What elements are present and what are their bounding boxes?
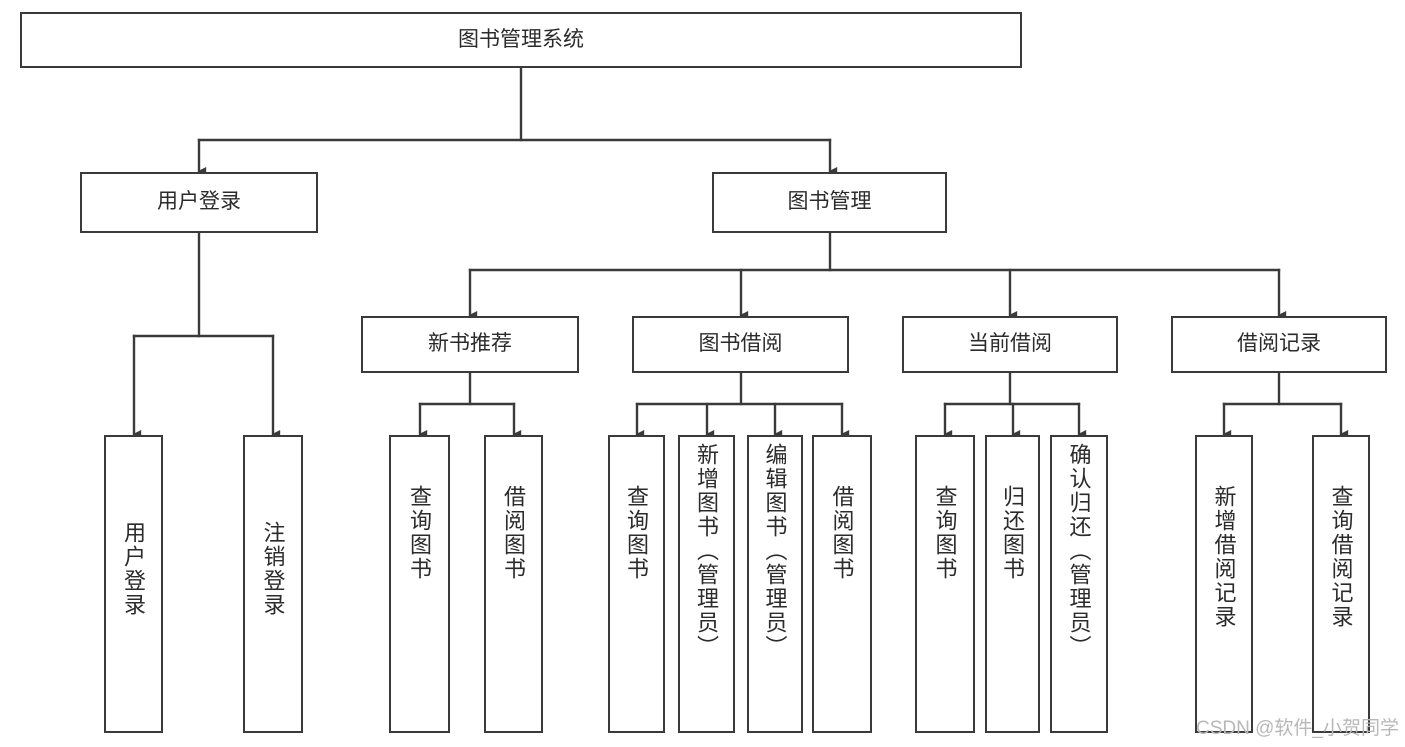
node-leaf-confirm-return[interactable]: 确认归还（管理员） bbox=[1050, 435, 1108, 733]
node-leaf-borrow-book-2[interactable]: 借阅图书 bbox=[812, 435, 872, 733]
node-leaf-user-login[interactable]: 用户登录 bbox=[104, 435, 163, 733]
node-leaf-query-book-3[interactable]: 查询图书 bbox=[915, 435, 975, 733]
node-label-leaf-query-book-3: 查询图书 bbox=[932, 485, 958, 581]
watermark-text: CSDN @软件_小贺同学 bbox=[1196, 718, 1399, 739]
node-new-book-recommend[interactable]: 新书推荐 bbox=[361, 316, 579, 373]
node-book-manage[interactable]: 图书管理 bbox=[712, 172, 947, 233]
node-book-borrow[interactable]: 图书借阅 bbox=[632, 316, 849, 373]
node-leaf-borrow-book-1[interactable]: 借阅图书 bbox=[484, 435, 543, 733]
node-root[interactable]: 图书管理系统 bbox=[20, 12, 1022, 68]
node-leaf-edit-book[interactable]: 编辑图书（管理员） bbox=[747, 435, 803, 733]
node-current-borrow[interactable]: 当前借阅 bbox=[902, 316, 1118, 373]
node-label-leaf-add-borrow-record: 新增借阅记录 bbox=[1211, 485, 1237, 629]
node-label-leaf-return-book: 归还图书 bbox=[1000, 485, 1026, 581]
node-label-borrow-record: 借阅记录 bbox=[1237, 332, 1321, 356]
node-leaf-return-book[interactable]: 归还图书 bbox=[985, 435, 1040, 733]
node-label-leaf-query-borrow-record: 查询借阅记录 bbox=[1328, 485, 1354, 629]
node-label-root: 图书管理系统 bbox=[458, 27, 584, 51]
node-label-current-borrow: 当前借阅 bbox=[968, 332, 1052, 356]
node-label-leaf-borrow-book-2: 借阅图书 bbox=[829, 485, 855, 581]
node-user-login[interactable]: 用户登录 bbox=[80, 172, 318, 233]
node-label-leaf-add-book: 新增图书（管理员） bbox=[694, 443, 720, 659]
node-label-book-manage: 图书管理 bbox=[787, 190, 872, 214]
node-leaf-add-borrow-record[interactable]: 新增借阅记录 bbox=[1195, 435, 1253, 733]
node-label-leaf-query-book-2: 查询图书 bbox=[624, 485, 650, 581]
node-label-user-login: 用户登录 bbox=[157, 190, 241, 214]
node-leaf-query-book-1[interactable]: 查询图书 bbox=[389, 435, 450, 733]
node-label-leaf-edit-book: 编辑图书（管理员） bbox=[762, 443, 788, 659]
node-label-leaf-confirm-return: 确认归还（管理员） bbox=[1066, 443, 1092, 659]
node-leaf-add-book[interactable]: 新增图书（管理员） bbox=[678, 435, 735, 733]
node-label-leaf-borrow-book-1: 借阅图书 bbox=[501, 485, 527, 581]
node-label-book-borrow: 图书借阅 bbox=[698, 332, 783, 356]
node-leaf-query-borrow-record[interactable]: 查询借阅记录 bbox=[1312, 435, 1370, 733]
node-label-leaf-user-login: 用户登录 bbox=[121, 521, 147, 617]
node-label-new-book-recommend: 新书推荐 bbox=[428, 332, 512, 356]
node-label-leaf-query-book-1: 查询图书 bbox=[407, 485, 433, 581]
node-label-leaf-logout-login: 注销登录 bbox=[260, 521, 286, 617]
node-borrow-record[interactable]: 借阅记录 bbox=[1171, 316, 1387, 373]
node-leaf-logout-login[interactable]: 注销登录 bbox=[243, 435, 303, 733]
node-leaf-query-book-2[interactable]: 查询图书 bbox=[608, 435, 665, 733]
